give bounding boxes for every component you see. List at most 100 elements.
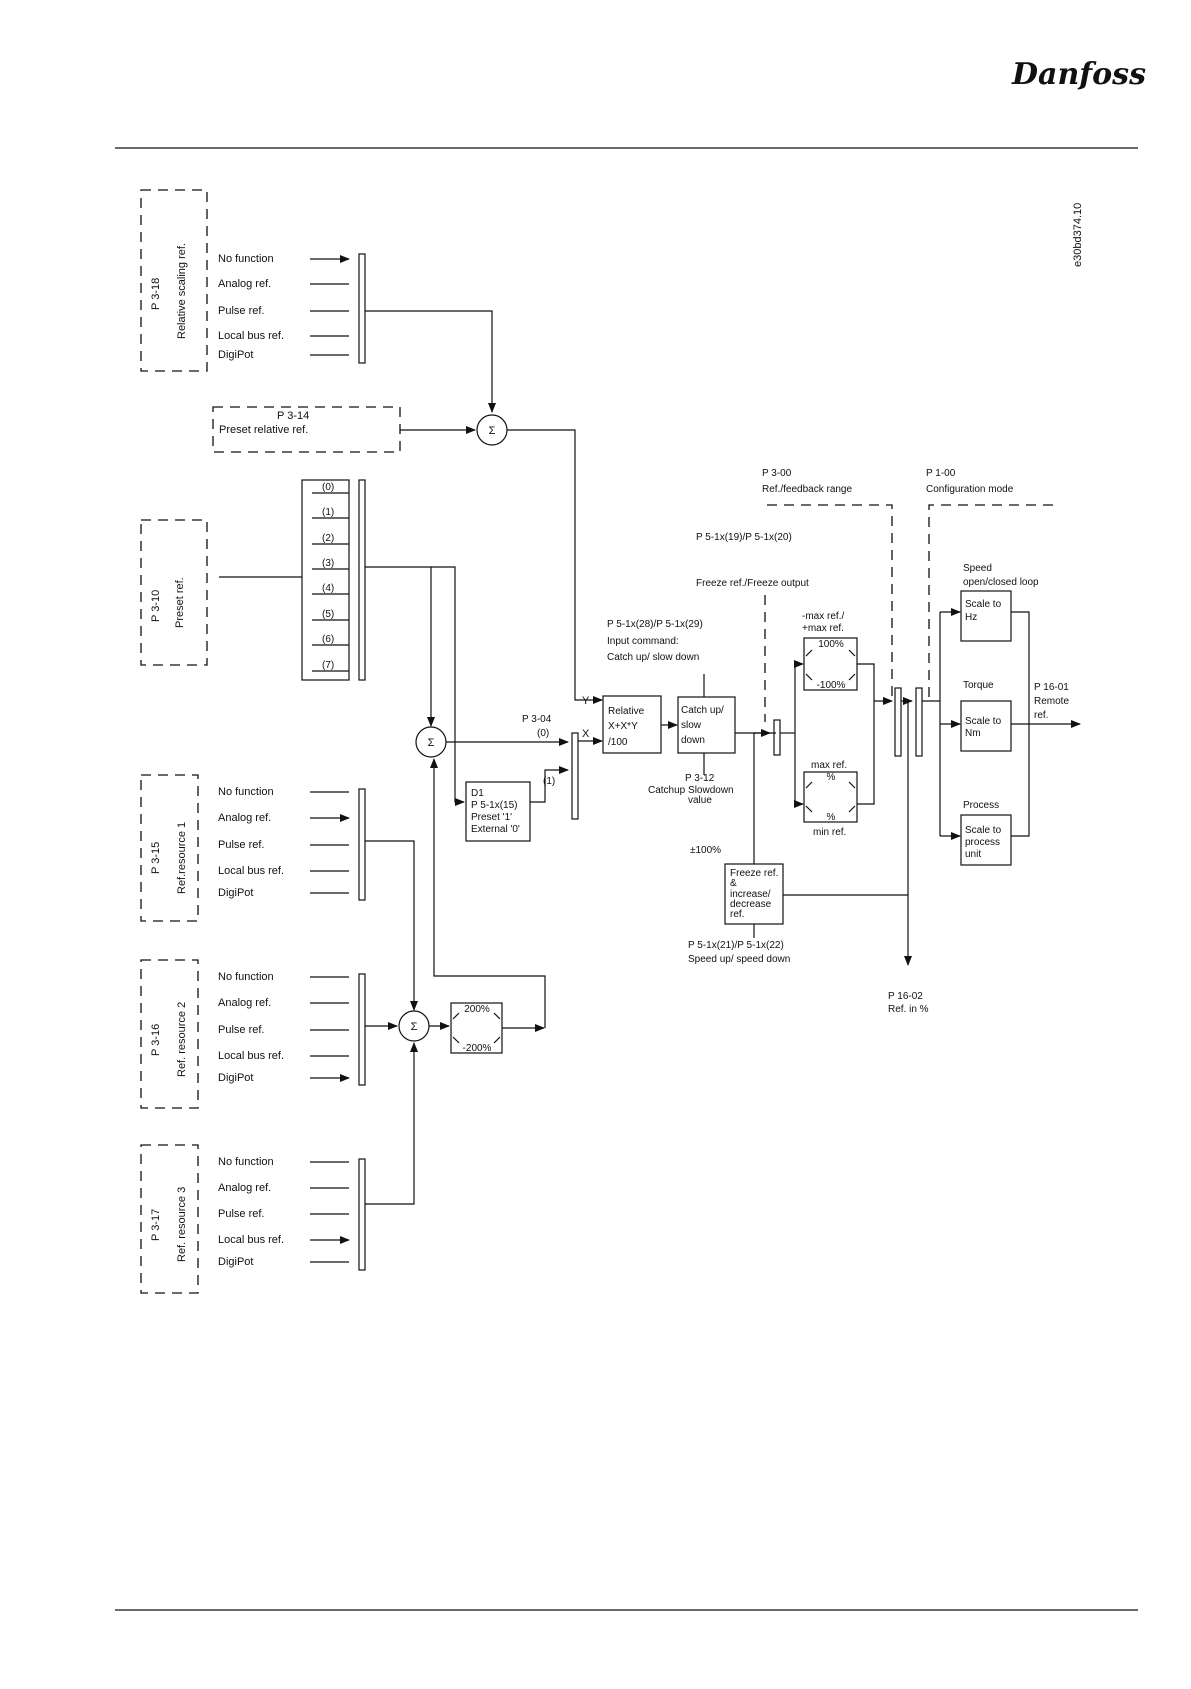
d1-line: D1 (471, 788, 484, 799)
resource3-group: P 3-17 Ref. resource 3 No function Analo… (140, 1144, 366, 1294)
max-ref-bottom: -100% (817, 680, 846, 691)
max-ref-caption: -max ref./ (802, 611, 844, 622)
brand-logo: Danfoss (1011, 57, 1146, 92)
preset-relative-param: P 3-14 (277, 410, 309, 422)
resource1-item: DigiPot (218, 887, 253, 899)
p312-line: P 3-12 (685, 773, 715, 784)
freeze-switch (773, 719, 781, 756)
p1602-line: P 16-02 (888, 991, 923, 1002)
max-ref-box (803, 637, 858, 691)
speed-caption: open/closed loop (963, 577, 1039, 588)
min-max-bottom: % (827, 812, 836, 823)
p300-line: P 3-00 (762, 468, 792, 479)
plus-minus-100: ±100% (690, 845, 721, 856)
p312-line: value (688, 795, 712, 806)
freeze-ref-line: increase/ (730, 889, 771, 900)
limiter-200-box (450, 1002, 503, 1054)
p312-line: Catchup Slowdown (648, 785, 734, 796)
relative-scaling-group: P 3-18 Relative scaling ref. No function… (140, 189, 366, 372)
relative-line: Relative (608, 706, 645, 717)
scale-hz-line: Hz (965, 612, 977, 623)
resource3-param: P 3-17 (150, 1209, 162, 1241)
speedup-line: Speed up/ speed down (688, 954, 790, 965)
torque-caption: Torque (963, 680, 994, 691)
resource1-item: Analog ref. (218, 812, 271, 824)
freeze-command-line: Freeze ref./Freeze output (696, 578, 809, 589)
scale-nm-box (960, 700, 1012, 752)
preset-relative-group: P 3-14 Preset relative ref. (212, 406, 401, 453)
resource3-item: Analog ref. (218, 1182, 271, 1194)
preset-item: (5) (322, 609, 334, 620)
resource2-item: Analog ref. (218, 997, 271, 1009)
preset-selector-frame (301, 479, 350, 681)
resource3-item: No function (218, 1156, 274, 1168)
min-max-box (803, 771, 858, 823)
resource1-item: Local bus ref. (218, 865, 284, 877)
p1602-line: Ref. in % (888, 1004, 929, 1015)
freeze-ref-line: Freeze ref. (730, 868, 778, 879)
d1-line: External '0' (471, 824, 520, 835)
relative-scaling-label: Relative scaling ref. (176, 243, 188, 339)
max-ref-limiter: 100% -100% -max ref./ +max ref. (802, 611, 858, 691)
scale-process-line: unit (965, 849, 981, 860)
freeze-ref-line: decrease (730, 899, 772, 910)
catchup-line: Catch up/ (681, 705, 724, 716)
resource1-label: Ref.resource 1 (176, 822, 188, 894)
scale-nm-line: Scale to (965, 716, 1002, 727)
resource3-item: DigiPot (218, 1256, 253, 1268)
relative-line: /100 (608, 737, 628, 748)
relative-scaling-item: Local bus ref. (218, 330, 284, 342)
resource1-group: P 3-15 Ref.resource 1 No function Analog… (140, 774, 366, 922)
freeze-ref-line: ref. (730, 909, 744, 920)
resource1-item: No function (218, 786, 274, 798)
relative-box (602, 695, 662, 754)
max-ref-top: 100% (818, 639, 844, 650)
y-input-label: Y (582, 695, 590, 707)
relative-scaling-dashed-box (140, 189, 208, 372)
d1-box-group: D1 P 5-1x(15) Preset '1' External '0' (465, 781, 531, 842)
freeze-ref-line: & (730, 878, 737, 889)
config-switch (915, 687, 923, 757)
limiter-200-top: 200% (464, 1004, 490, 1015)
input-command-line: P 5-1x(28)/P 5-1x(29) (607, 619, 703, 630)
p1601-line: Remote (1034, 696, 1069, 707)
preset-label: Preset ref. (174, 577, 186, 628)
scale-hz-line: Scale to (965, 599, 1002, 610)
relative-scaling-item: No function (218, 253, 274, 265)
relative-scaling-item: Analog ref. (218, 278, 271, 290)
input-command-line: Input command: (607, 636, 679, 647)
freeze-command-line: P 5-1x(19)/P 5-1x(20) (696, 532, 792, 543)
scale-process-group: Process Scale to process unit (960, 800, 1012, 866)
resource1-param: P 3-15 (150, 842, 162, 874)
freeze-ref-group: ±100% Freeze ref. & increase/ decrease r… (688, 845, 790, 965)
min-max-caption: min ref. (813, 827, 846, 838)
range-switch (894, 687, 902, 757)
preset-selector (358, 479, 366, 681)
input-command-line: Catch up/ slow down (607, 652, 699, 663)
limiter-200-bottom: -200% (463, 1043, 492, 1054)
resource2-param: P 3-16 (150, 1024, 162, 1056)
p100-line: Configuration mode (926, 484, 1014, 495)
catchup-box (677, 696, 736, 754)
resource1-selector (358, 788, 366, 901)
relative-scaling-param: P 3-18 (150, 278, 162, 310)
scale-hz-group: Speed open/closed loop Scale to Hz (960, 563, 1039, 642)
preset-relative-label: Preset relative ref. (219, 424, 308, 436)
preset-item: (6) (322, 634, 334, 645)
resource2-item: Pulse ref. (218, 1024, 264, 1036)
p304-option-0: (0) (537, 728, 549, 739)
preset-item: (4) (322, 583, 334, 594)
process-caption: Process (963, 800, 999, 811)
resource2-item: Local bus ref. (218, 1050, 284, 1062)
resource2-selector (358, 973, 366, 1086)
resource3-item: Pulse ref. (218, 1208, 264, 1220)
catchup-box-group: Catch up/ slow down (677, 696, 736, 754)
d1-box (465, 781, 531, 842)
preset-item: (3) (322, 558, 334, 569)
catchup-line: slow (681, 720, 702, 731)
preset-item: (2) (322, 533, 334, 544)
speed-caption: Speed (963, 563, 992, 574)
p304-switch (571, 732, 579, 820)
relative-scaling-selector (358, 253, 366, 364)
